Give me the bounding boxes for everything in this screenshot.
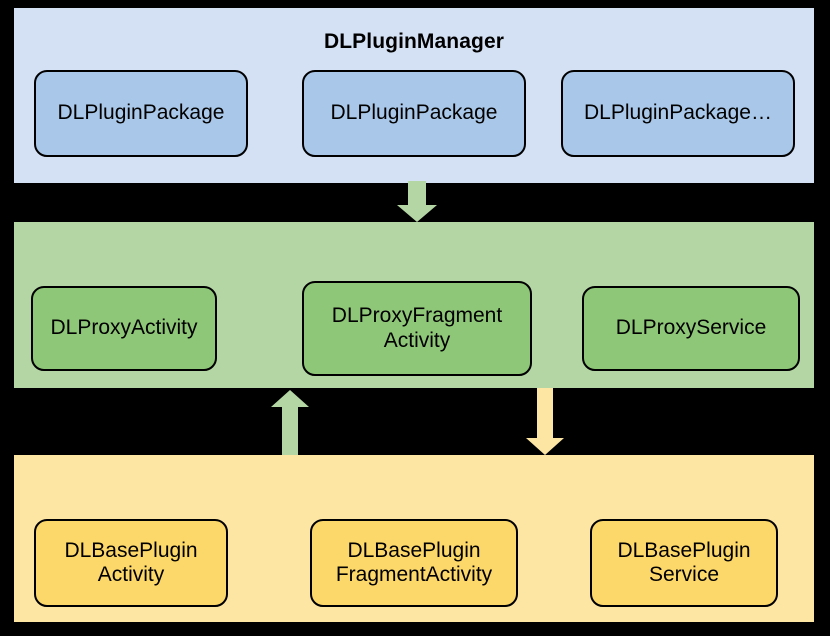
node-dlpluginpackage-2[interactable]: DLPluginPackage (302, 70, 526, 157)
node-dlproxyactivity[interactable]: DLProxyActivity (31, 286, 217, 371)
node-dlpluginpackage-1[interactable]: DLPluginPackage (34, 70, 248, 157)
layer-panel-dlpluginmanager: DLPluginManager DLPluginPackage DLPlugin… (14, 8, 814, 183)
layer-panel-base-plugin: Base Plugin DLBasePlugin Activity DLBase… (14, 455, 814, 622)
node-dlpluginpackage-3[interactable]: DLPluginPackage… (561, 70, 795, 157)
arrow-proxy-to-base-icon (526, 388, 564, 455)
node-dlbasepluginfragmentactivity[interactable]: DLBasePlugin FragmentActivity (310, 519, 518, 607)
arrow-base-to-proxy-icon (271, 390, 309, 455)
layer-title-dlpluginmanager: DLPluginManager (323, 30, 504, 53)
node-dlproxyservice[interactable]: DLProxyService (582, 286, 800, 371)
node-dlbasepluginactivity[interactable]: DLBasePlugin Activity (34, 519, 228, 607)
node-dlbasepluginservice[interactable]: DLBasePlugin Service (590, 519, 778, 607)
layer-panel-proxy: Proxy DLProxyActivity DLProxyFragment Ac… (14, 222, 814, 481)
node-dlproxyfragmentactivity[interactable]: DLProxyFragment Activity (302, 281, 532, 376)
arrow-manager-to-proxy-icon (397, 181, 437, 222)
